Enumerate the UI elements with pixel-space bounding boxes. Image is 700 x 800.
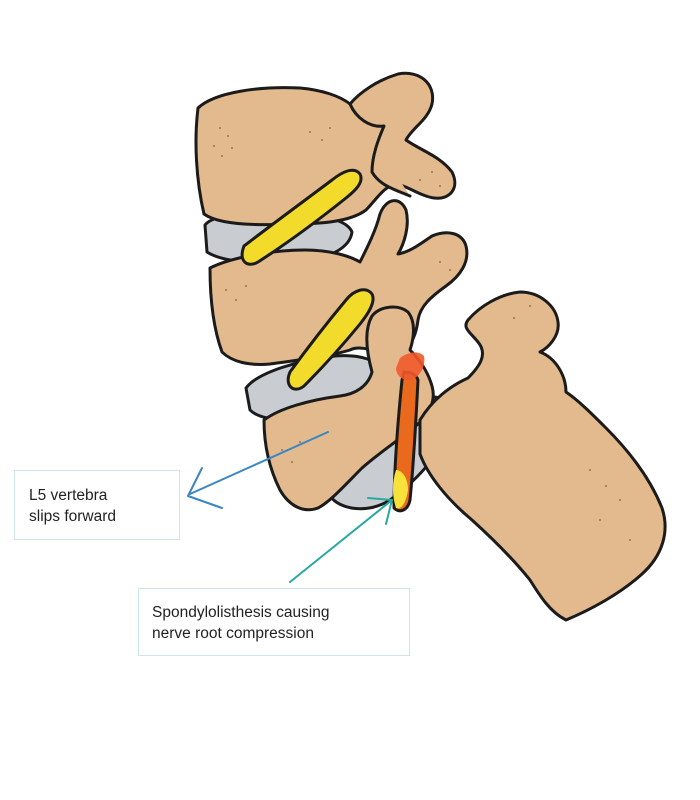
vertebra-upper: [194, 71, 457, 227]
vertebra-upper-process: [348, 102, 412, 198]
callout-spondy-line2: nerve root compression: [152, 625, 314, 642]
callout-l5-line1: L5 vertebra: [29, 487, 108, 504]
callout-spondy-line1: Spondylolisthesis causing: [152, 604, 330, 621]
sacrum: [418, 290, 667, 622]
arrow-compression: [289, 497, 393, 583]
ligament-upper: [240, 168, 363, 266]
arrow-l5: [187, 431, 329, 509]
compression-point: [396, 352, 425, 381]
nerve-root-tip: [393, 470, 408, 509]
callout-spondylolisthesis: Spondylolisthesis causing nerve root com…: [138, 588, 410, 656]
ligament-lower: [286, 288, 375, 391]
callout-l5-line2: slips forward: [29, 508, 116, 525]
callout-l5-vertebra: L5 vertebra slips forward: [14, 470, 180, 540]
